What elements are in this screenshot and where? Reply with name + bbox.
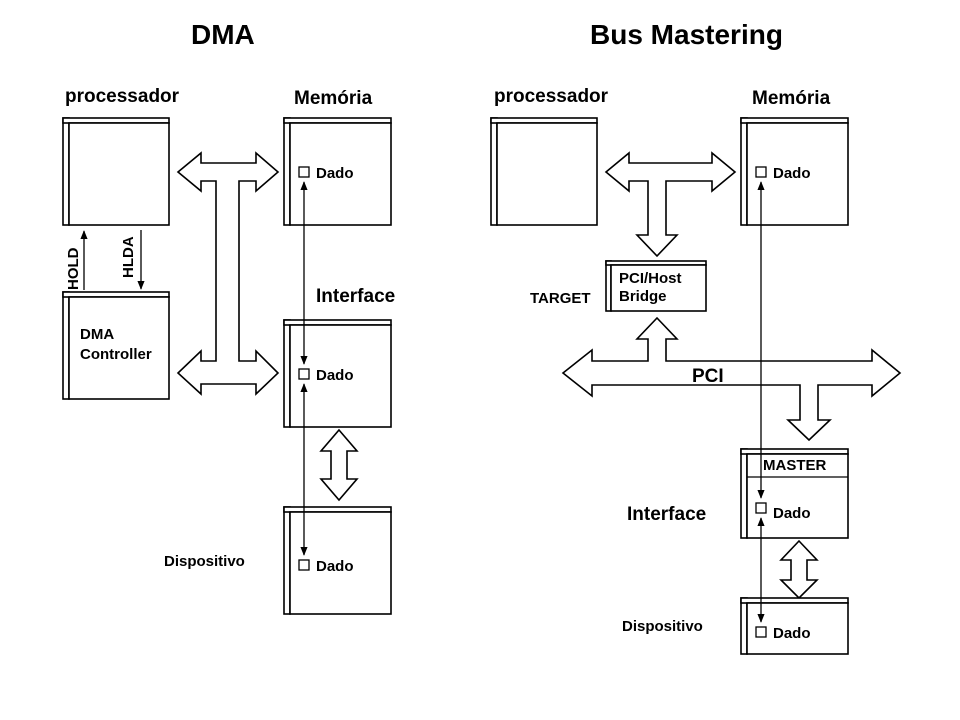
dma-controller-box	[62, 291, 170, 400]
dma-interface-label: Interface	[316, 286, 395, 307]
dma-system-bus-arrow	[176, 151, 280, 396]
dma-device-label: Dispositivo	[164, 553, 245, 570]
dma-title: DMA	[191, 19, 255, 50]
dma-device-data-cell	[298, 559, 310, 571]
dma-processor-label: processador	[65, 86, 180, 107]
dma-memory-data-cell	[298, 166, 310, 178]
bridge-label-line1: PCI/Host	[619, 270, 682, 287]
bm-device-data-label: Dado	[773, 625, 811, 642]
bm-memory-data-cell	[755, 166, 767, 178]
bm-interface-data-label: Dado	[773, 505, 811, 522]
dma-memory-data-label: Dado	[316, 165, 354, 182]
bridge-label-line2: Bridge	[619, 288, 667, 305]
bm-interface-label: Interface	[627, 504, 706, 525]
target-label: TARGET	[530, 290, 591, 307]
pci-bus-arrow	[561, 316, 902, 442]
bus-mastering-section: Bus Mastering processador Memória Dado P…	[490, 19, 902, 655]
dma-interface-device-arrow	[319, 428, 359, 502]
dma-section: DMA processador HOLD HLDA DMA Controller	[62, 19, 395, 615]
bm-interface-data-cell	[755, 502, 767, 514]
bm-memory-label: Memória	[752, 88, 831, 109]
dma-processor-box	[62, 117, 170, 226]
bm-device-data-cell	[755, 626, 767, 638]
pci-label: PCI	[692, 366, 724, 387]
dma-controller-label-line1: DMA	[80, 326, 114, 343]
bm-host-bus-arrow	[604, 151, 737, 258]
bm-processor-box	[490, 117, 598, 226]
dma-interface-data-label: Dado	[316, 367, 354, 384]
pci-host-bridge-box	[605, 260, 707, 312]
hlda-label: HLDA	[120, 236, 137, 278]
dma-device-data-label: Dado	[316, 558, 354, 575]
master-label: MASTER	[763, 457, 827, 474]
dma-controller-label-line2: Controller	[80, 346, 152, 363]
bm-processor-label: processador	[494, 86, 609, 107]
dma-interface-data-cell	[298, 368, 310, 380]
bm-interface-device-arrow	[779, 539, 819, 600]
hold-label: HOLD	[65, 247, 82, 290]
dma-memory-label: Memória	[294, 88, 373, 109]
bm-device-label: Dispositivo	[622, 618, 703, 635]
bus-mastering-title: Bus Mastering	[590, 19, 783, 50]
bm-memory-data-label: Dado	[773, 165, 811, 182]
